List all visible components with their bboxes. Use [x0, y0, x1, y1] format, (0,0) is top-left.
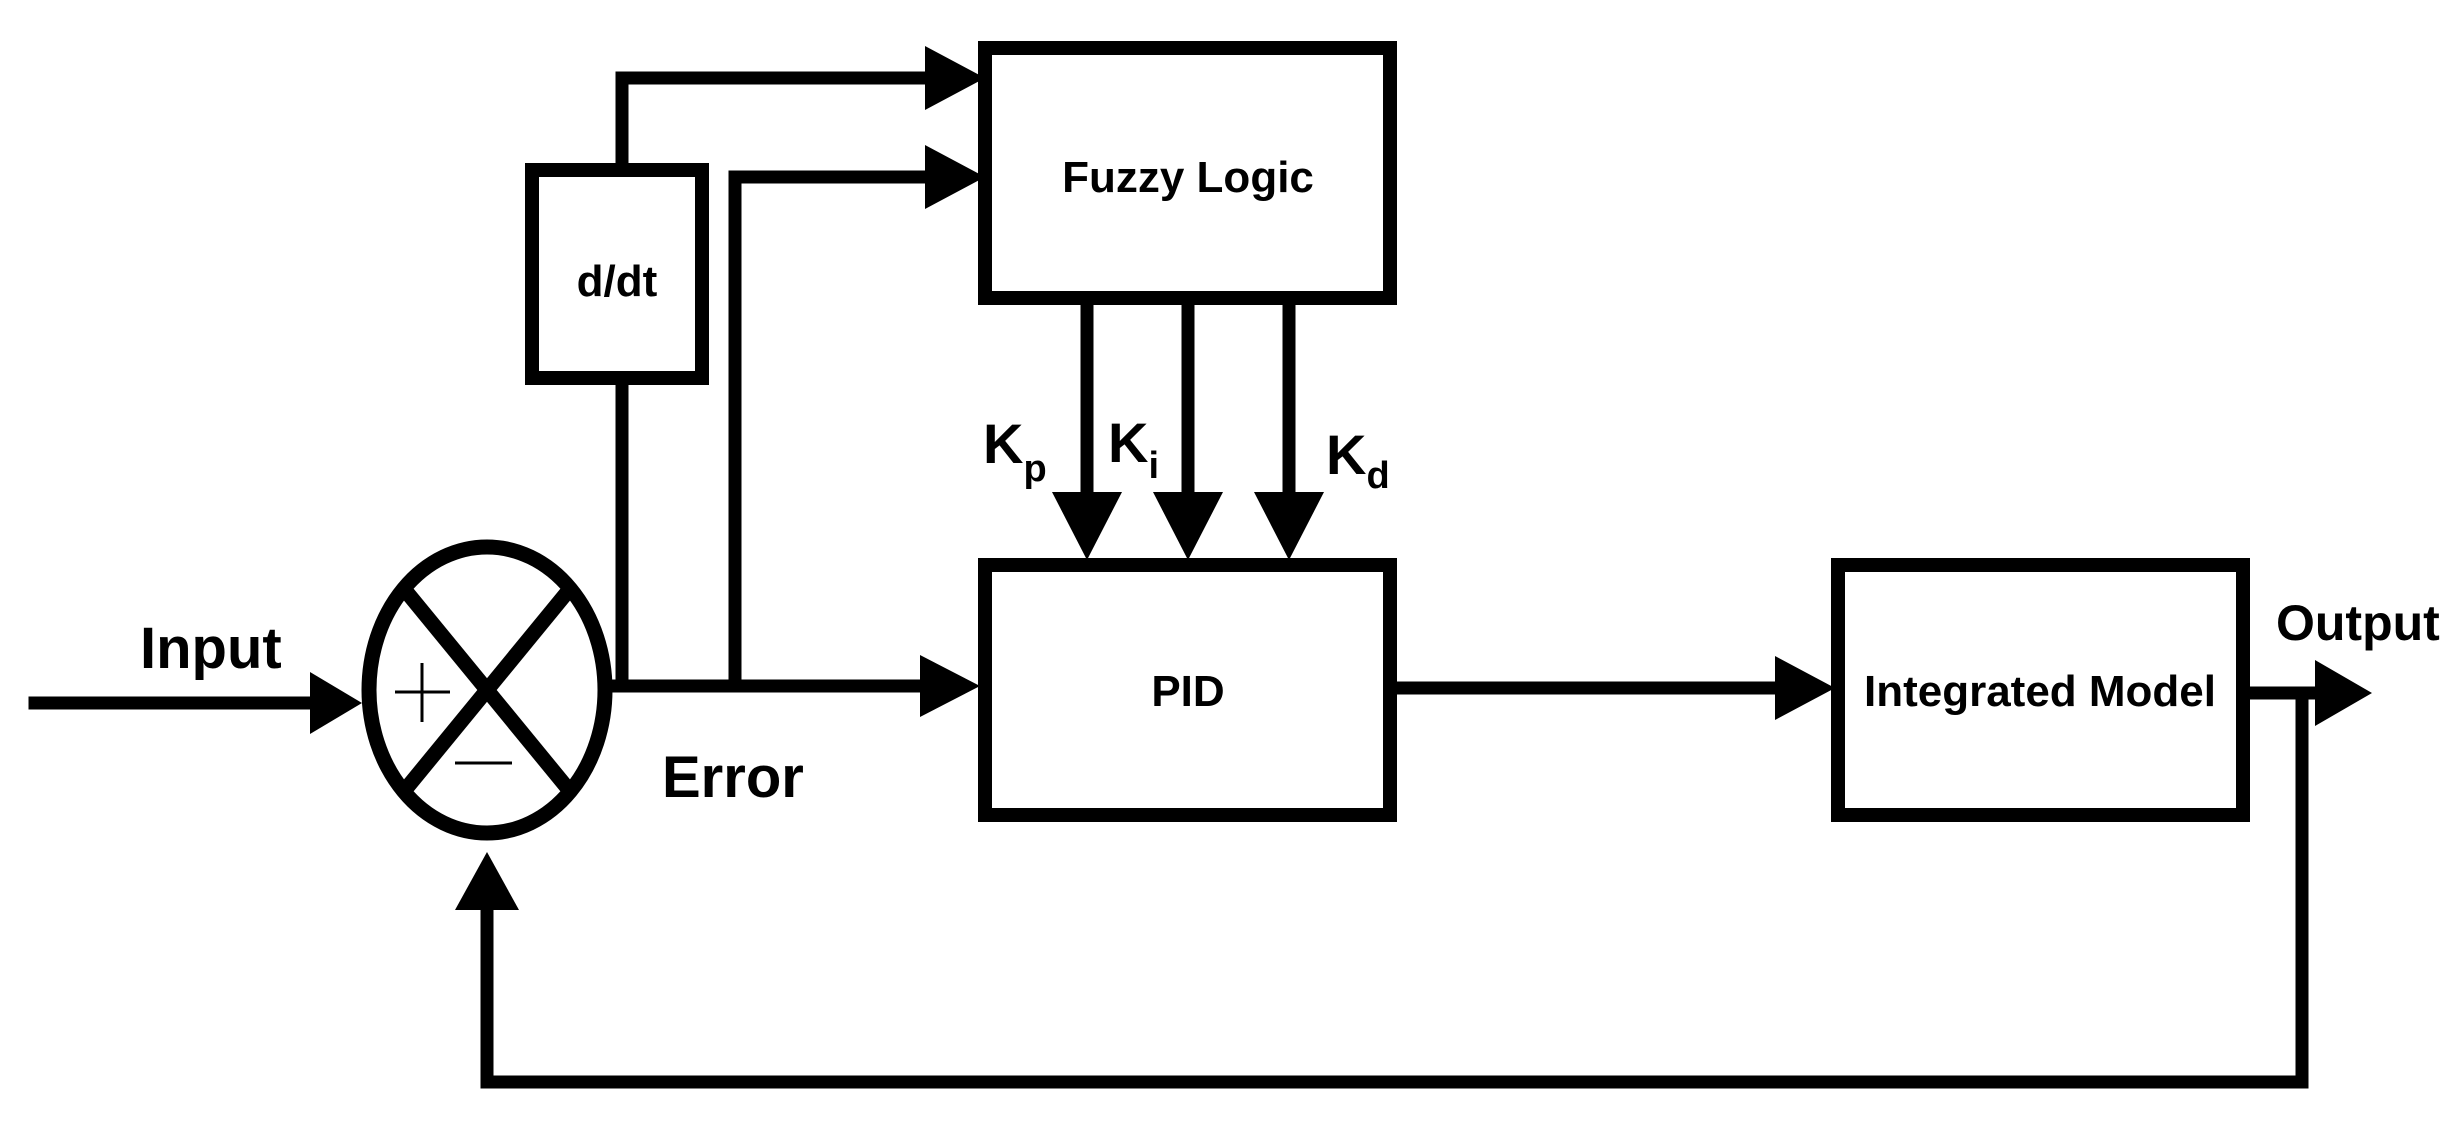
feedback-arrowhead	[455, 852, 519, 910]
fuzzy-logic-block	[978, 41, 1397, 305]
summing-junction	[361, 539, 613, 841]
pid-label: PID	[1151, 667, 1224, 716]
integrated-model-block	[1831, 558, 2250, 822]
kp-label: Kp	[983, 412, 1047, 490]
error-to-pid-arrowhead	[920, 655, 980, 717]
summing-junction-cross-b	[399, 585, 575, 795]
derivative-block	[525, 163, 709, 385]
kd-label: Kd	[1326, 423, 1390, 497]
fuzzy-logic-label: Fuzzy Logic	[1062, 153, 1314, 202]
error-to-fuzzy-wire	[728, 170, 932, 693]
ki-arrowhead	[1153, 492, 1223, 560]
feedback-wire	[480, 686, 2309, 1089]
input-arrowhead	[310, 672, 362, 734]
pid-block	[978, 558, 1397, 822]
derivative-to-fuzzy-arrowhead	[925, 46, 985, 110]
pid-to-plant-arrowhead	[1775, 656, 1835, 720]
kp-arrowhead	[1052, 492, 1122, 560]
ki-label: Ki	[1108, 411, 1159, 487]
derivative-to-fuzzy-wire	[615, 71, 932, 177]
input-label: Input	[140, 616, 282, 681]
derivative-label: d/dt	[577, 257, 658, 306]
output-label: Output	[2276, 595, 2440, 651]
error-to-fuzzy-arrowhead	[925, 145, 985, 209]
output-arrowhead	[2315, 660, 2372, 726]
kd-arrowhead	[1254, 492, 1324, 560]
integrated-model-label: Integrated Model	[1864, 667, 2216, 716]
error-label: Error	[662, 745, 804, 810]
